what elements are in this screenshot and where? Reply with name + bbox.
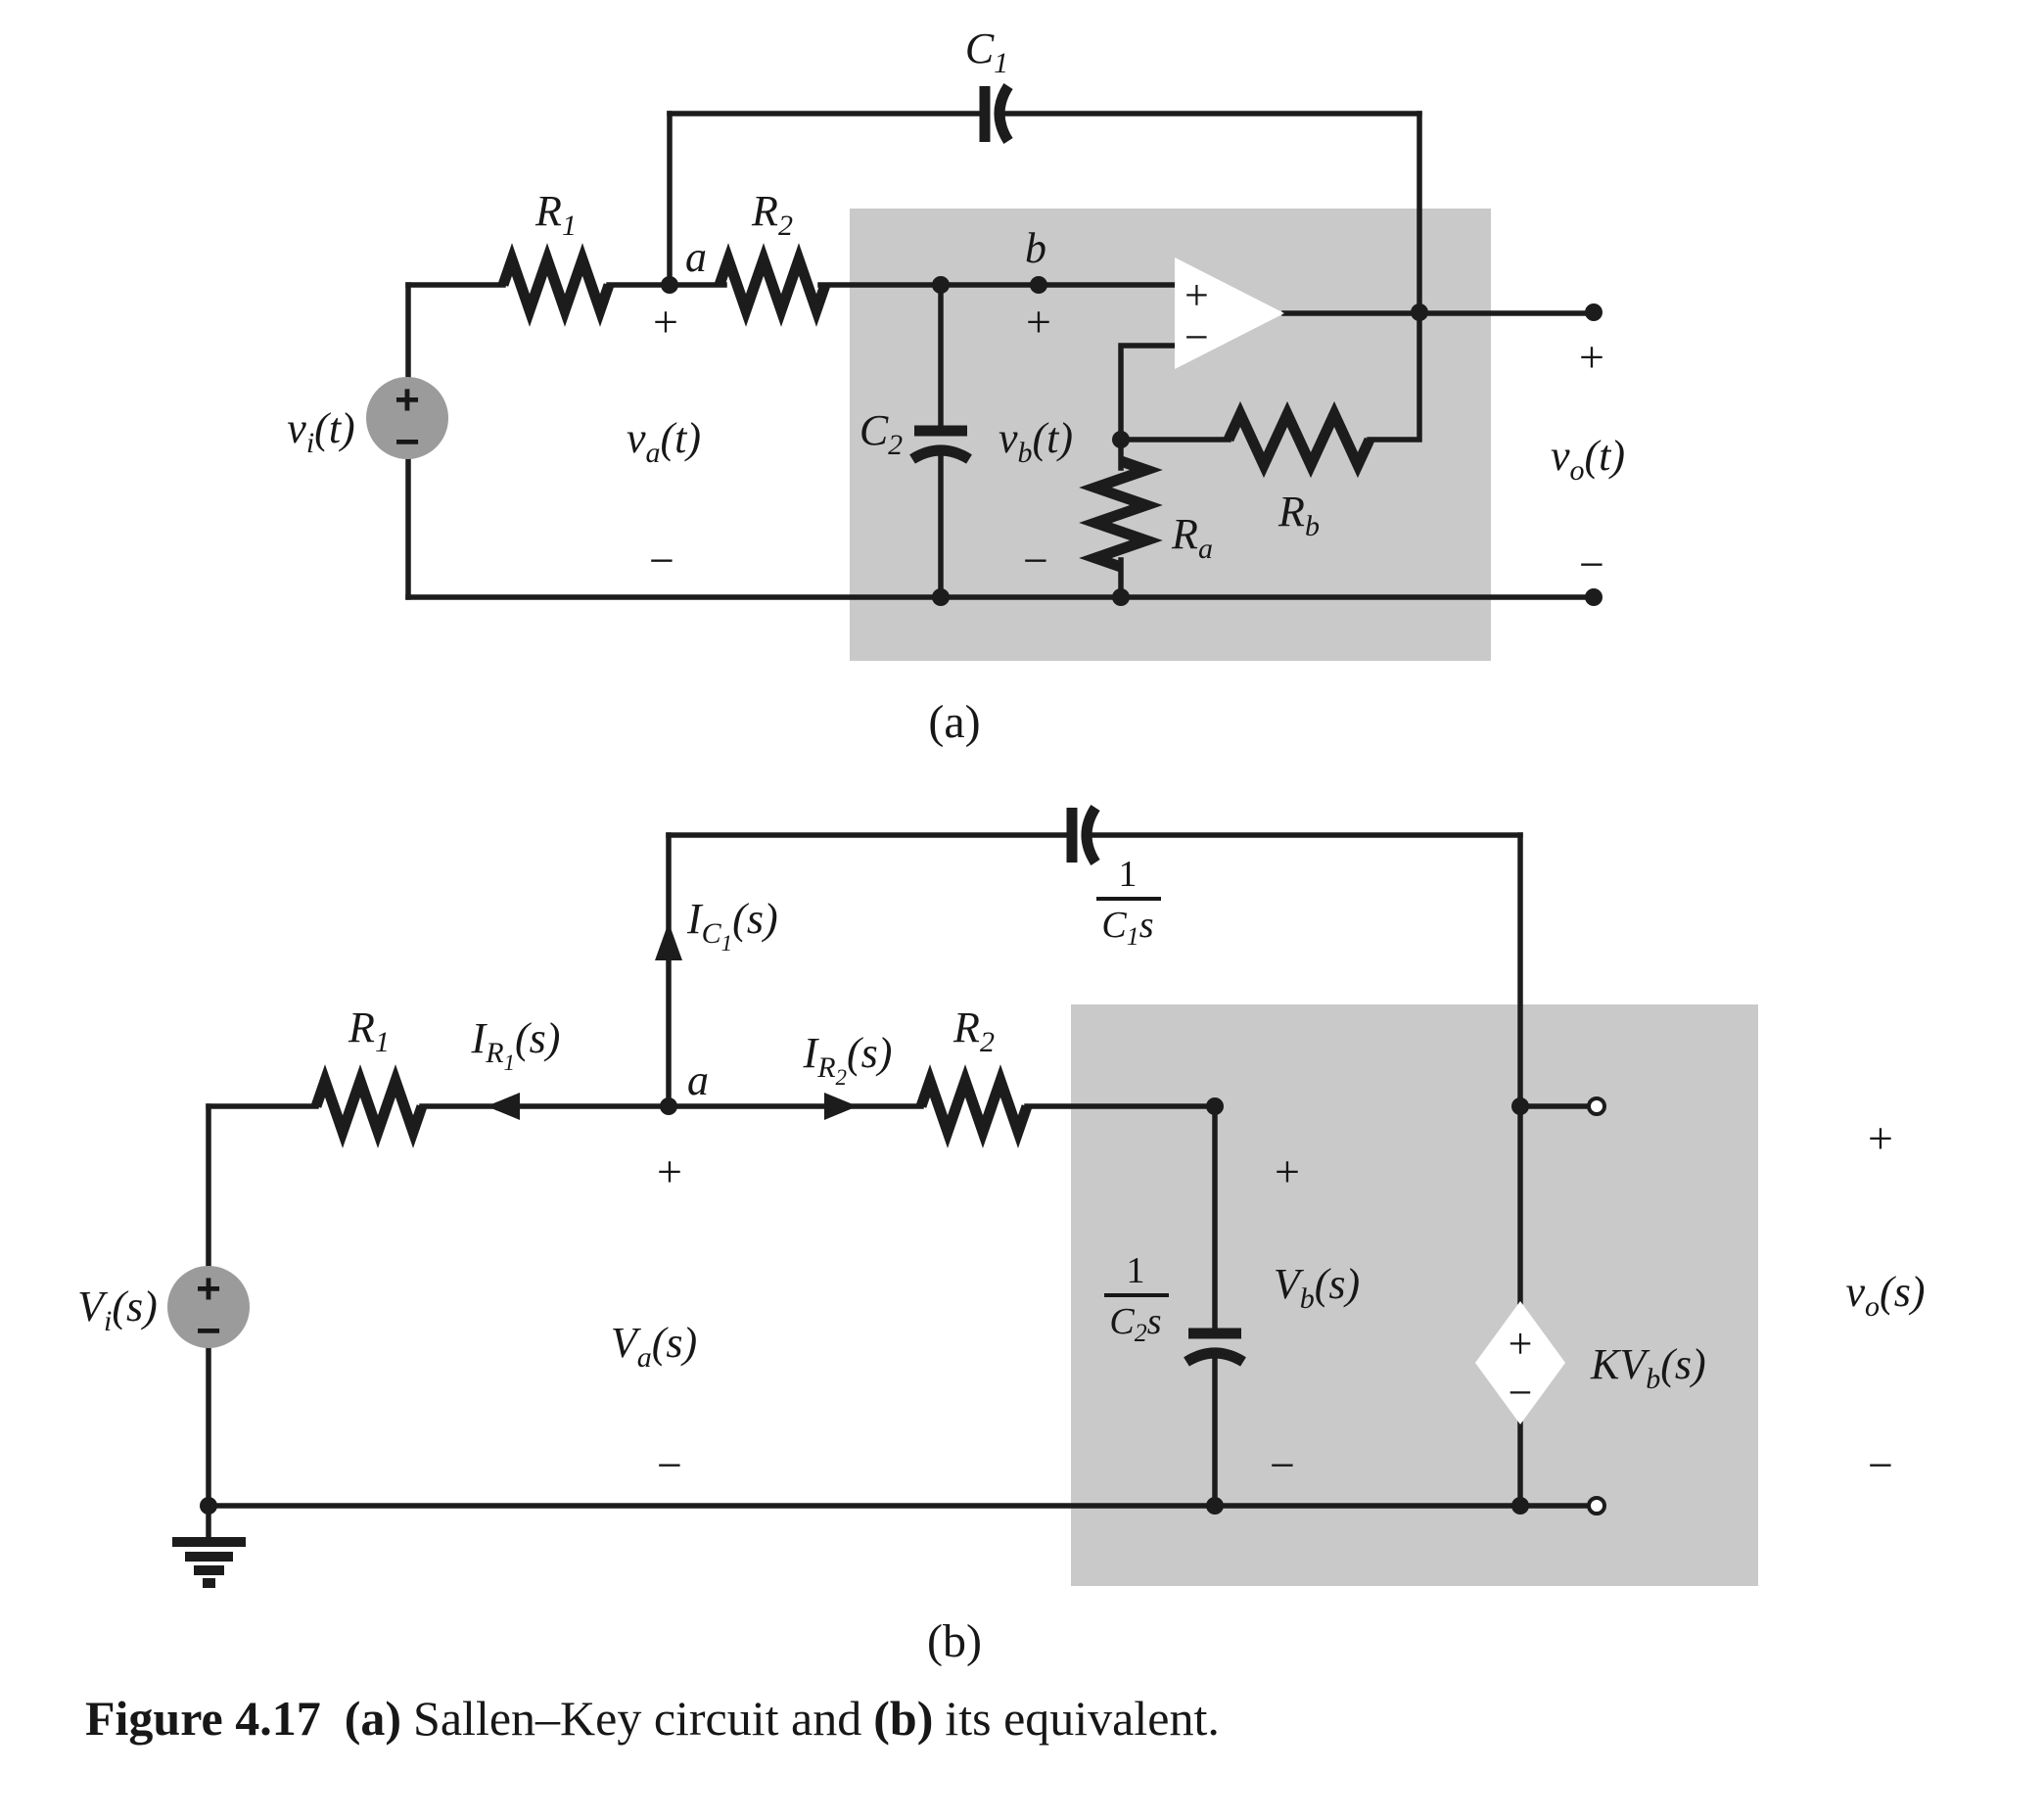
resistor-r2-b bbox=[915, 1064, 1033, 1148]
node-c2-bottom-dot bbox=[932, 588, 950, 606]
label-rb: Rb bbox=[1278, 488, 1320, 542]
node-output-dot-b bbox=[1511, 1097, 1529, 1115]
label-r1-a: R1 bbox=[534, 187, 577, 242]
label-vo-b: vo(s) bbox=[1846, 1268, 1926, 1323]
vb-minus-sign-b: − bbox=[1270, 1440, 1295, 1490]
va-plus-sign-b: + bbox=[657, 1146, 682, 1196]
node-output-junction-dot bbox=[1411, 303, 1428, 321]
zc1-numerator: 1 bbox=[1119, 854, 1138, 895]
node-zc2-top-dot bbox=[1206, 1097, 1224, 1115]
label-vi-a: vi(t) bbox=[287, 404, 354, 459]
subfigure-label-b: (b) bbox=[927, 1615, 982, 1667]
node-zc2-bottom-dot bbox=[1206, 1497, 1224, 1515]
arrow-ir2-right bbox=[824, 1093, 858, 1120]
resistor-rb-a bbox=[1224, 400, 1374, 479]
node-c2-top-dot bbox=[932, 276, 950, 294]
terminal-vo-plus-a bbox=[1585, 303, 1603, 321]
dependent-source-diamond bbox=[1475, 1301, 1565, 1424]
opamp-minus-input: − bbox=[1185, 313, 1209, 361]
label-c1: C1 bbox=[965, 24, 1008, 79]
opamp-plus-input: + bbox=[1185, 271, 1209, 319]
node-ground-dot bbox=[200, 1497, 217, 1515]
label-node-a-b: a bbox=[687, 1056, 709, 1104]
capacitor-c2-curved-plate bbox=[909, 444, 972, 464]
arrow-ir1-left bbox=[487, 1093, 520, 1120]
wire-feedback-left bbox=[1118, 343, 1178, 443]
node-a-dot-a bbox=[661, 276, 678, 294]
ksrc-plus-sign: + bbox=[1509, 1320, 1533, 1368]
capacitor-zc1-curved-plate bbox=[1081, 805, 1100, 865]
va-plus-sign: + bbox=[653, 297, 678, 347]
label-r1-b: R1 bbox=[348, 1003, 390, 1058]
capacitor-zc2-curved-plate bbox=[1184, 1347, 1246, 1367]
resistor-r1-b bbox=[310, 1064, 428, 1148]
resistor-r2-a bbox=[714, 243, 831, 327]
node-b-dot bbox=[1030, 276, 1047, 294]
label-c2: C2 bbox=[859, 406, 903, 461]
label-ra: Ra bbox=[1171, 510, 1213, 565]
source-plus-sign-b: + bbox=[196, 1265, 221, 1313]
label-zc1: 1 C1s bbox=[1096, 854, 1161, 951]
label-node-a-a: a bbox=[685, 233, 707, 281]
zc2-denominator: C2s bbox=[1109, 1301, 1161, 1347]
source-plus-sign-a: + bbox=[395, 376, 420, 424]
circuit-b: + − + − 1 C1s 1 bbox=[77, 805, 1926, 1667]
source-minus-sign-a: − bbox=[395, 418, 420, 466]
vo-plus-sign-a: + bbox=[1579, 332, 1604, 382]
vo-plus-sign-b: + bbox=[1868, 1113, 1893, 1163]
opamp-triangle bbox=[1175, 257, 1284, 369]
label-ksrc: KVb(s) bbox=[1590, 1340, 1706, 1395]
node-a-dot-b bbox=[660, 1097, 677, 1115]
vo-minus-sign-a: − bbox=[1579, 539, 1604, 589]
amplifier-shaded-region-b bbox=[1071, 1004, 1758, 1586]
label-node-b: b bbox=[1025, 224, 1046, 272]
vb-minus-sign: − bbox=[1023, 536, 1048, 585]
label-va-b: Va(s) bbox=[611, 1319, 697, 1374]
capacitor-c1-curved-plate bbox=[994, 83, 1013, 144]
terminal-vo-minus-b bbox=[1587, 1496, 1606, 1516]
vb-plus-sign: + bbox=[1026, 297, 1051, 347]
va-minus-sign: − bbox=[649, 536, 674, 585]
source-minus-sign-b: − bbox=[196, 1307, 221, 1355]
label-vi-b: Vi(s) bbox=[77, 1283, 158, 1337]
vo-minus-sign-b: − bbox=[1868, 1440, 1893, 1490]
zc2-numerator: 1 bbox=[1127, 1250, 1145, 1291]
circuit-a: + − + − C1 R1 R2 a + vi(t) va(t) bbox=[287, 24, 1625, 748]
terminal-vo-minus-a bbox=[1585, 588, 1603, 606]
figure-caption: Figure 4.17(a)Sallen–Key circuit and(b)i… bbox=[85, 1691, 1220, 1746]
vb-plus-sign-b: + bbox=[1275, 1146, 1300, 1196]
resistor-ra-a bbox=[1079, 455, 1163, 573]
node-feedback-dot bbox=[1112, 431, 1130, 448]
voltage-source-vi-b bbox=[167, 1266, 250, 1348]
subfigure-label-a: (a) bbox=[928, 696, 980, 748]
node-ra-bottom-dot bbox=[1112, 588, 1130, 606]
label-r2-b: R2 bbox=[952, 1003, 995, 1058]
label-ir1: IR1(s) bbox=[471, 1014, 561, 1075]
label-vo-a: vo(t) bbox=[1551, 432, 1625, 487]
zc1-denominator: C1s bbox=[1101, 905, 1153, 951]
va-minus-sign-b: − bbox=[657, 1440, 682, 1490]
terminal-vo-plus-b bbox=[1587, 1096, 1606, 1116]
label-vb-b: Vb(s) bbox=[1274, 1260, 1360, 1315]
resistor-r1-a bbox=[497, 243, 615, 327]
wire-rb-right bbox=[1367, 309, 1422, 443]
label-ic1: IC1(s) bbox=[686, 895, 778, 956]
ksrc-minus-sign: − bbox=[1509, 1369, 1533, 1417]
label-zc2: 1 C2s bbox=[1104, 1250, 1169, 1347]
voltage-source-vi-a bbox=[366, 377, 448, 459]
ground-icon bbox=[172, 1537, 246, 1588]
label-ir2: IR2(s) bbox=[803, 1029, 893, 1090]
label-r2-a: R2 bbox=[751, 187, 793, 242]
node-ksrc-bottom-dot bbox=[1511, 1497, 1529, 1515]
label-vb-a: vb(t) bbox=[999, 414, 1073, 469]
label-va: va(t) bbox=[627, 414, 701, 469]
arrow-ic1-up bbox=[655, 922, 682, 960]
